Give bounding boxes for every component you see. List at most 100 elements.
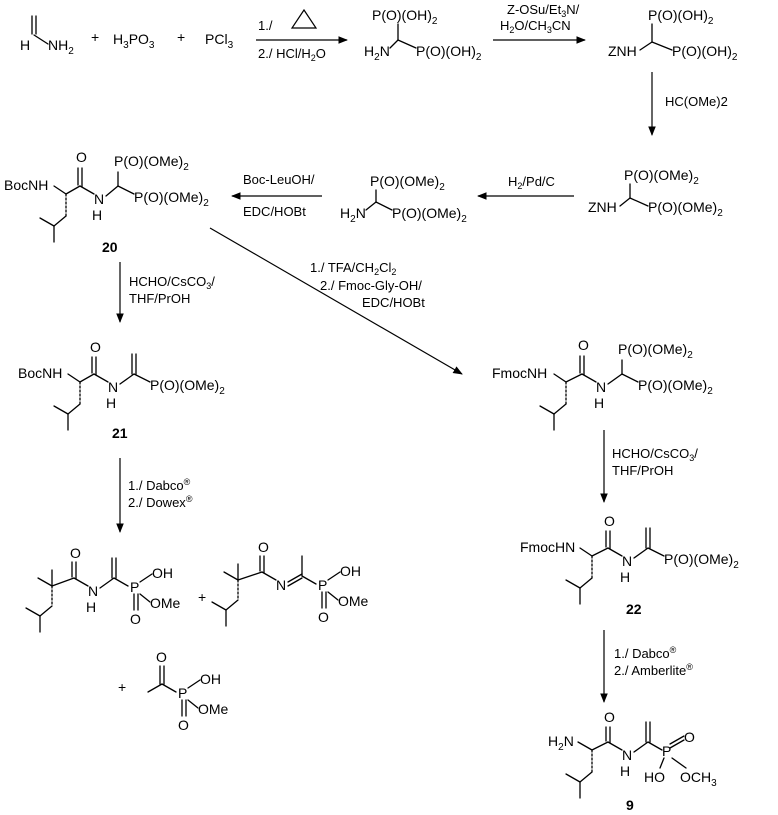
amide-n-label: N <box>88 583 98 599</box>
condition-step1-b: 2./ HCl/H2O <box>258 46 326 63</box>
h-label: H <box>20 37 30 53</box>
plus-sign: + <box>91 29 99 45</box>
amide-h-label: H <box>92 207 102 223</box>
ome-label: OMe <box>150 595 181 611</box>
condition-step7-a: 1./ TFA/CH2Cl2 <box>310 260 396 277</box>
amide-n-label: N <box>622 747 632 763</box>
po-ome2-label: P(O)(OMe)2 <box>618 341 693 361</box>
condition-step9-a: 1./ Dabco® <box>128 477 191 493</box>
o-label: O <box>130 611 141 627</box>
bocnh-label: BocNH <box>4 177 48 193</box>
po-oh2-label: P(O)(OH)2 <box>416 43 482 63</box>
och3-label: OCH3 <box>680 769 717 789</box>
znh-label: ZNH <box>608 43 637 59</box>
reaction-arrow <box>209 227 463 375</box>
cyclopropane-icon <box>290 8 318 29</box>
po-ome2-label: P(O)(OMe)2 <box>638 377 713 397</box>
amide-h-label: H <box>620 763 630 779</box>
o-label: O <box>684 729 695 745</box>
o-label: O <box>318 609 329 625</box>
product-acetyl-phosphonate: O P OH O OMe <box>147 649 229 733</box>
po-ome2-label: P(O)(OMe)2 <box>624 167 699 187</box>
condition-step5-b: EDC/HOBt <box>243 204 306 219</box>
compound-21-label: 21 <box>112 425 128 441</box>
condition-step8-b: THF/PrOH <box>612 463 673 478</box>
amide-h-label: H <box>106 395 116 411</box>
condition-step10-a: 1./ Dabco® <box>614 645 677 661</box>
h3po3-reagent: H3PO3 <box>113 31 155 51</box>
condition-step5-a: Boc-LeuOH/ <box>243 172 315 187</box>
condition-step7-b: 2./ Fmoc-Gly-OH/ <box>320 278 422 293</box>
carbonyl-o-label: O <box>76 149 87 165</box>
amide-h-label: H <box>594 395 604 411</box>
p-label: P <box>130 579 139 595</box>
product-imine-phosphonate: O N P OH O OMe <box>211 539 369 627</box>
po-oh2-label: P(O)(OH)2 <box>672 43 738 63</box>
amino-bisphosphonate-ester: P(O)(OMe)2 H2N P(O)(OMe)2 <box>340 173 467 225</box>
condition-step3: HC(OMe)2 <box>665 94 728 109</box>
compound-22-structure: FmocHN O N H P(O)(OMe)2 22 <box>520 513 739 617</box>
bocnh-label: BocNH <box>18 365 62 381</box>
z-protected-bisphosphonic-acid: P(O)(OH)2 ZNH P(O)(OH)2 <box>608 7 738 63</box>
oh-label: OH <box>340 563 361 579</box>
imine-n-label: N <box>276 577 286 593</box>
condition-step2-b: H2O/CH3CN <box>500 18 571 35</box>
compound-22-label: 22 <box>626 601 642 617</box>
h2n-label: H2N <box>364 43 390 63</box>
condition-step2-a: Z-OSu/Et3N/ <box>507 2 580 19</box>
amide-n-label: N <box>622 553 632 569</box>
o-label: O <box>178 717 189 733</box>
fmocnh-label: FmocNH <box>492 365 547 381</box>
vinylamine: H NH2 <box>20 15 74 57</box>
h2n-label: H2N <box>548 733 574 753</box>
fmoc-bisphosphonate-ester: FmocNH O N H P(O)(OMe)2 P(O)(OMe)2 <box>492 337 713 431</box>
compound-9-structure: H2N O N H P O HO OCH3 9 <box>548 709 717 813</box>
amide-n-label: N <box>94 191 104 207</box>
oh-label: OH <box>152 565 173 581</box>
amide-n-label: N <box>596 379 606 395</box>
condition-step8-a: HCHO/CsCO3/ <box>612 446 698 463</box>
oh-label: OH <box>200 671 221 687</box>
condition-step4: H2/Pd/C <box>508 174 555 191</box>
compound-9-label: 9 <box>626 797 634 813</box>
plus-sign: + <box>198 589 206 605</box>
nh2-label: NH2 <box>48 37 74 57</box>
product-enamide-phosphonate: O N H P OH O OMe <box>25 545 181 633</box>
ome-label: OMe <box>198 701 229 717</box>
condition-step6-a: HCHO/CsCO3/ <box>129 274 215 291</box>
po-ome2-label: P(O)(OMe)2 <box>114 153 189 173</box>
po-ome2-label: P(O)(OMe)2 <box>370 173 445 193</box>
po-ome2-label: P(O)(OMe)2 <box>392 205 467 225</box>
carbonyl-o-label: O <box>604 513 615 529</box>
ome-label: OMe <box>338 593 369 609</box>
po-ome2-label: P(O)(OMe)2 <box>134 189 209 209</box>
carbonyl-o-label: O <box>258 539 269 555</box>
p-label: P <box>662 743 671 759</box>
amide-h-label: H <box>86 599 96 615</box>
h2n-label: H2N <box>340 205 366 225</box>
carbonyl-o-label: O <box>156 649 167 665</box>
po-ome2-label: P(O)(OMe)2 <box>648 199 723 219</box>
condition-step1-a: 1./ <box>258 18 273 33</box>
plus-sign: + <box>118 679 126 695</box>
carbonyl-o-label: O <box>604 709 615 725</box>
p-label: P <box>318 577 327 593</box>
po-oh2-label: P(O)(OH)2 <box>648 7 714 27</box>
amide-h-label: H <box>620 569 630 585</box>
z-protected-bisphosphonate-ester: P(O)(OMe)2 ZNH P(O)(OMe)2 <box>588 167 723 219</box>
plus-sign: + <box>177 29 185 45</box>
po-ome2-label: P(O)(OMe)2 <box>150 377 225 397</box>
compound-20-structure: BocNH O N H P(O)(OMe)2 P(O)(OMe)2 20 <box>4 149 209 255</box>
carbonyl-o-label: O <box>90 339 101 355</box>
fmochn-label: FmocHN <box>520 539 575 555</box>
znh-label: ZNH <box>588 199 617 215</box>
po-ome2-label: P(O)(OMe)2 <box>664 551 739 571</box>
carbonyl-o-label: O <box>70 545 81 561</box>
carbonyl-o-label: O <box>578 337 589 353</box>
bisphosphonic-acid: P(O)(OH)2 H2N P(O)(OH)2 <box>364 7 482 63</box>
p-label: P <box>178 685 187 701</box>
condition-step10-b: 2./ Amberlite® <box>614 662 693 678</box>
condition-step7-c: EDC/HOBt <box>362 295 425 310</box>
condition-step9-b: 2./ Dowex® <box>128 494 193 510</box>
